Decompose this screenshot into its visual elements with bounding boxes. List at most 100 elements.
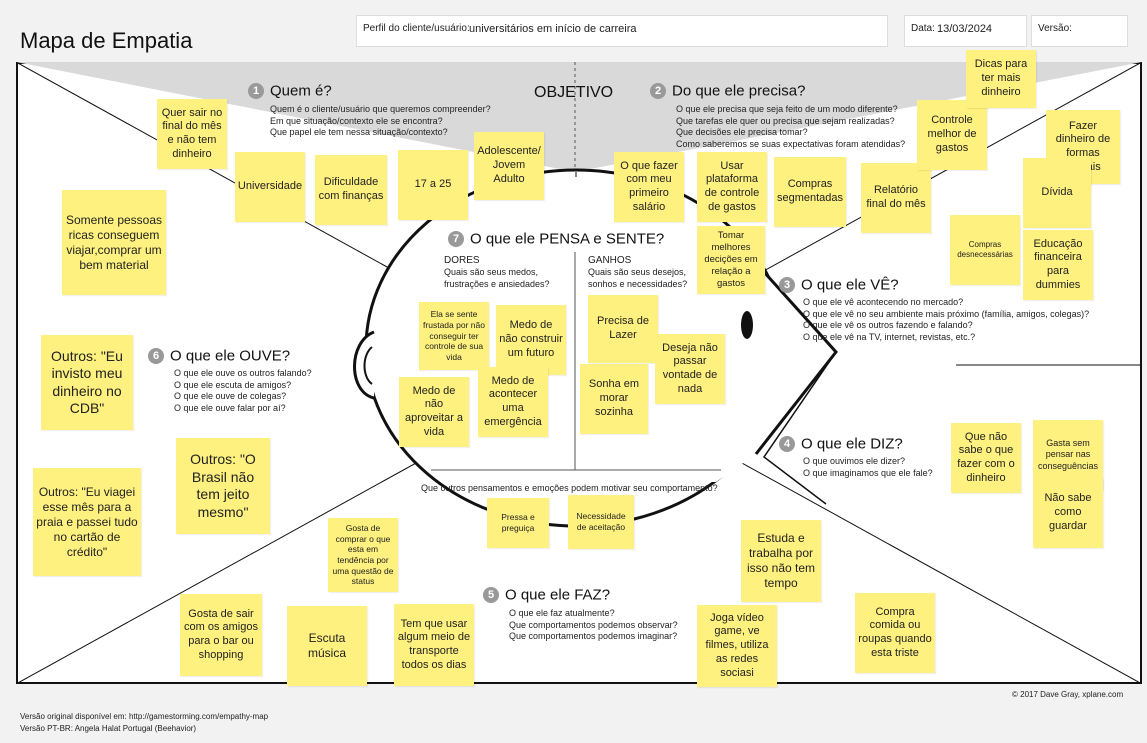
quem-number: 1 xyxy=(248,83,264,100)
question: Que papel ele tem nessa situação/context… xyxy=(270,127,448,137)
ouve-questions: O que ele ouve os outros falando? O que … xyxy=(174,368,312,414)
versao-label: Versão: xyxy=(1038,23,1072,34)
board-lines xyxy=(16,62,1142,684)
question: Que tarefas ele quer ou precisa que seja… xyxy=(676,115,895,126)
sticky-note[interactable]: Pressa e preguiça xyxy=(487,498,549,548)
data-label: Data: xyxy=(911,23,935,34)
ve-questions: O que ele vê acontecendo no mercado? O q… xyxy=(803,297,1089,343)
sticky-note[interactable]: Medo de não construir um futuro xyxy=(496,305,566,375)
sticky-note[interactable]: Não sabe como guardar xyxy=(1033,478,1103,548)
quem-questions: Quem é o cliente/usuário que queremos co… xyxy=(270,104,491,139)
sticky-note[interactable]: Usar plataforma de controle de gastos xyxy=(697,152,767,222)
pensa-title: O que ele PENSA e SENTE? xyxy=(470,230,665,248)
data-field[interactable]: Data: 13/03/2024 xyxy=(904,15,1027,47)
diz-questions: O que ouvimos ele dizer? O que imaginamo… xyxy=(803,456,933,479)
question: Que comportamentos podemos imaginar? xyxy=(509,631,678,641)
sticky-note[interactable]: O que fazer com meu primeiro salário xyxy=(614,152,684,222)
faz-number: 5 xyxy=(483,587,499,604)
sticky-note[interactable]: Compra comida ou roupas quando esta tris… xyxy=(855,593,935,673)
sticky-note[interactable]: Tomar melhores decições em relação a gas… xyxy=(697,226,765,294)
question: O que ele vê no seu ambiente mais próxim… xyxy=(803,308,1090,319)
sticky-note[interactable]: Controle melhor de gastos xyxy=(917,100,987,170)
original-version-text: Versão original disponível em: http://ga… xyxy=(20,712,269,721)
sticky-note[interactable]: Gosta de sair com os amigos para o bar o… xyxy=(180,594,262,676)
sticky-note[interactable]: Outros: "Eu viagei esse mês para a praia… xyxy=(33,468,141,576)
question: O que ele faz atualmente? xyxy=(509,608,615,618)
faz-heading: 5 O que ele FAZ? xyxy=(483,586,610,604)
ganhos-question: sonhos e necessidades? xyxy=(588,278,688,289)
question: Que comportamentos podemos observar? xyxy=(509,619,678,630)
sticky-note[interactable]: Dicas para ter mais dinheiro xyxy=(966,50,1036,108)
ve-title: O que ele VÊ? xyxy=(801,276,899,294)
sticky-note[interactable]: Somente pessoas ricas conseguem viajar,c… xyxy=(62,190,166,295)
question: O que imaginamos que ele fale? xyxy=(803,467,933,478)
sticky-note[interactable]: Escuta música xyxy=(287,606,367,686)
sticky-note[interactable]: 17 a 25 xyxy=(398,150,468,220)
ganhos-title: GANHOS xyxy=(588,255,632,266)
sticky-note[interactable]: Necessidade de aceitação xyxy=(568,495,634,549)
outros-question: Que outros pensamentos e emoções podem m… xyxy=(421,483,718,493)
question: O que ele vê na TV, internet, revistas, … xyxy=(803,331,976,342)
diz-title: O que ele DIZ? xyxy=(801,435,903,453)
page-title: Mapa de Empatia xyxy=(20,28,193,53)
precisa-title: Do que ele precisa? xyxy=(672,82,806,100)
dores-question: Quais são seus medos, xyxy=(444,267,539,277)
ganhos-question: Quais são seus desejos, xyxy=(588,267,687,277)
sticky-note[interactable]: Compras desnecessárias xyxy=(950,215,1020,285)
sticky-note[interactable]: Dívida xyxy=(1023,158,1091,228)
quem-title: Quem é? xyxy=(270,82,332,100)
sticky-note[interactable]: Medo de não aproveitar a vida xyxy=(399,377,469,447)
question: O que ele ouve de colegas? xyxy=(174,391,287,401)
sticky-note[interactable]: Tem que usar algum meio de transporte to… xyxy=(394,604,474,686)
sticky-note[interactable]: Que não sabe o que fazer com o dinheiro xyxy=(951,423,1021,493)
sticky-note[interactable]: Outros: "Eu invisto meu dinheiro no CDB" xyxy=(41,335,133,430)
diz-number: 4 xyxy=(779,436,795,453)
sticky-note[interactable]: Estuda e trabalha por isso não tem tempo xyxy=(741,520,821,602)
ouve-number: 6 xyxy=(148,348,164,365)
question: Quem é o cliente/usuário que queremos co… xyxy=(270,104,491,114)
question: O que ele vê os outros fazendo e falando… xyxy=(803,320,973,330)
sticky-note[interactable]: Educação financeira para dummies xyxy=(1023,230,1093,300)
faz-questions: O que ele faz atualmente? Que comportame… xyxy=(509,608,678,643)
objetivo-label: OBJETIVO xyxy=(534,84,614,101)
versao-field[interactable]: Versão: xyxy=(1031,15,1128,47)
question: Que decisões ele precisa tomar? xyxy=(676,127,808,137)
question: Em que situação/contexto ele se encontra… xyxy=(270,115,443,126)
question: Como saberemos se suas expectativas fora… xyxy=(676,138,906,149)
ptbr-version-text: Versão PT-BR: Angela Halat Portugal (Bee… xyxy=(20,724,197,733)
ve-number: 3 xyxy=(779,277,795,294)
precisa-heading: 2 Do que ele precisa? xyxy=(650,82,805,100)
perfil-value: universitários em início de carreira xyxy=(469,23,637,35)
precisa-questions: O que ele precisa que seja feito de um m… xyxy=(676,104,905,150)
sticky-note[interactable]: Dificuldade com finanças xyxy=(315,155,387,225)
precisa-number: 2 xyxy=(650,83,666,100)
sticky-note[interactable]: Outros: "O Brasil não tem jeito mesmo" xyxy=(176,438,270,534)
sticky-note[interactable]: Gosta de comprar o que esta em tendência… xyxy=(328,518,398,592)
quem-heading: 1 Quem é? xyxy=(248,82,332,100)
perfil-field[interactable]: Perfil do cliente/usuário: universitário… xyxy=(356,15,888,47)
dores-question: frustrações e ansiedades? xyxy=(444,278,550,289)
sticky-note[interactable]: Universidade xyxy=(235,152,305,222)
question: O que ele ouve falar por aí? xyxy=(174,402,286,413)
sticky-note[interactable]: Relatório final do mês xyxy=(861,163,931,233)
dores-title: DORES xyxy=(444,255,480,266)
question: O que ele precisa que seja feito de um m… xyxy=(676,104,898,114)
dores-header: DORES Quais são seus medos, frustrações … xyxy=(444,255,550,290)
sticky-note[interactable]: Quer sair no final do mês e não tem dinh… xyxy=(157,99,227,169)
data-value: 13/03/2024 xyxy=(937,23,993,35)
sticky-note[interactable]: Compras segmentadas xyxy=(774,157,846,227)
perfil-label: Perfil do cliente/usuário: xyxy=(363,23,470,34)
question: O que ele vê acontecendo no mercado? xyxy=(803,297,964,307)
sticky-note[interactable]: Precisa de Lazer xyxy=(588,295,658,363)
copyright-text: © 2017 Dave Gray, xplane.com xyxy=(1012,690,1124,699)
sticky-note[interactable]: Ela se sente frustada por não conseguir … xyxy=(419,302,489,370)
faz-title: O que ele FAZ? xyxy=(505,586,611,604)
sticky-note[interactable]: Medo de acontecer uma emergência xyxy=(478,367,548,437)
sticky-note[interactable]: Adolescente/ Jovem Adulto xyxy=(474,132,544,200)
sticky-note[interactable]: Deseja não passar vontade de nada xyxy=(655,334,725,404)
sticky-note[interactable]: Joga vídeo game, ve filmes, utiliza as r… xyxy=(697,605,777,687)
sticky-note[interactable]: Sonha em morar sozinha xyxy=(580,364,648,434)
question: O que ele ouve os outros falando? xyxy=(174,368,312,378)
